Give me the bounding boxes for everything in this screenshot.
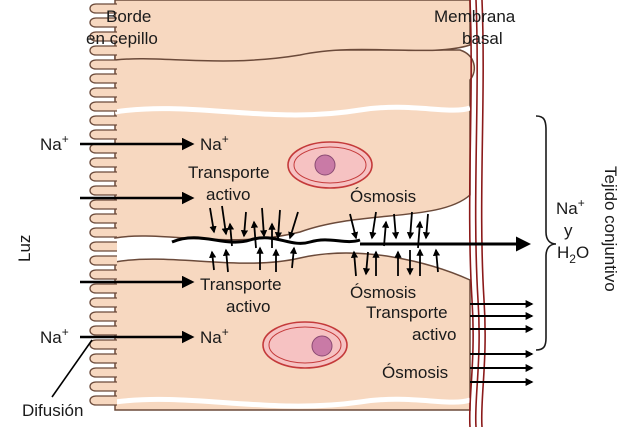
label-diffusion: Difusión xyxy=(22,401,83,420)
microvillus xyxy=(90,158,117,167)
nucleolus-bottom xyxy=(312,336,332,356)
microvillus xyxy=(90,256,117,265)
label-transport-mid-1: Transporte xyxy=(200,275,282,294)
microvillus xyxy=(90,60,117,69)
nucleolus-top xyxy=(315,155,335,175)
microvillus xyxy=(90,340,117,349)
microvillus xyxy=(90,354,117,363)
microvillus xyxy=(90,312,117,321)
microvillus xyxy=(90,298,117,307)
microvillus xyxy=(90,382,117,391)
label-transport-top-1: Transporte xyxy=(188,163,270,182)
label-na-left-bottom: Na+ xyxy=(40,325,69,347)
label-na-left-top: Na+ xyxy=(40,132,69,154)
microvillus xyxy=(90,396,117,405)
label-right-na: Na+ xyxy=(556,196,585,218)
microvillus xyxy=(90,74,117,83)
microvillus xyxy=(90,368,117,377)
label-osmosis-top: Ósmosis xyxy=(350,187,416,206)
microvillus xyxy=(90,228,117,237)
label-connective-tissue: Tejido conjuntivo xyxy=(601,166,620,292)
microvillus xyxy=(90,116,117,125)
microvillus xyxy=(90,242,117,251)
label-transport-mid-2: activo xyxy=(226,297,270,316)
microvillus xyxy=(90,130,117,139)
brush-border-microvilli xyxy=(90,4,117,405)
connective-tissue-brace xyxy=(536,116,556,350)
label-right-h2o: H2O xyxy=(557,243,589,266)
label-osmosis-low: Ósmosis xyxy=(382,363,448,382)
microvillus xyxy=(90,172,117,181)
microvillus xyxy=(90,200,117,209)
label-transport-low-1: Transporte xyxy=(366,303,448,322)
label-transport-low-2: activo xyxy=(412,325,456,344)
nucleus-top xyxy=(288,142,372,188)
label-basal-membrane-2: basal xyxy=(462,29,503,48)
microvillus xyxy=(90,284,117,293)
label-osmosis-mid: Ósmosis xyxy=(350,283,416,302)
microvillus xyxy=(90,88,117,97)
label-basal-membrane-1: Membrana xyxy=(434,7,516,26)
microvillus xyxy=(90,186,117,195)
nucleus-bottom xyxy=(263,322,347,368)
label-transport-top-2: activo xyxy=(206,185,250,204)
label-right-y: y xyxy=(564,221,573,240)
microvillus xyxy=(90,214,117,223)
label-brush-border-1: Borde xyxy=(106,7,151,26)
microvillus xyxy=(90,326,117,335)
microvillus xyxy=(90,102,117,111)
label-brush-border-2: en cepillo xyxy=(86,29,158,48)
label-lumen: Luz xyxy=(15,235,34,262)
intercellular-channel xyxy=(172,238,360,244)
microvillus xyxy=(90,270,117,279)
diffusion-pointer xyxy=(52,340,92,397)
microvillus xyxy=(90,144,117,153)
